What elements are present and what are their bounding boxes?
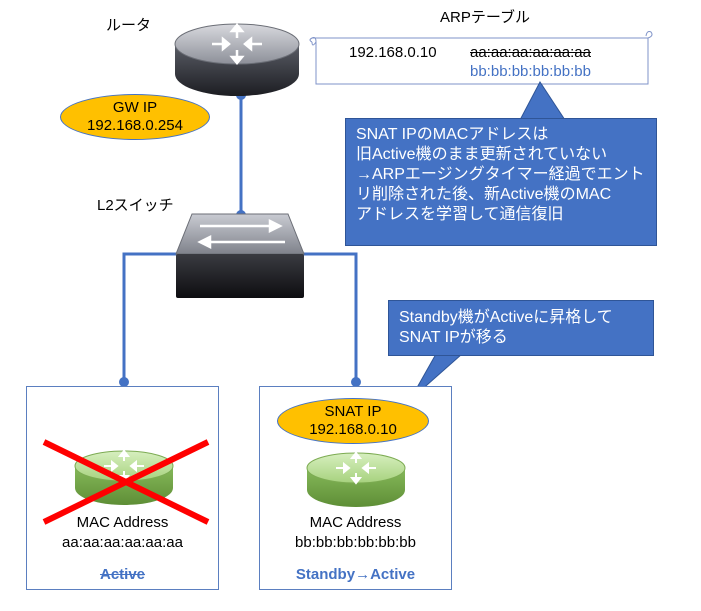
callout-arp-pointer [519, 81, 566, 120]
right-router-icon [306, 451, 406, 507]
left-mac-label: MAC Address [76, 514, 169, 531]
callout-standby: Standby機がActiveに昇格して SNAT IPが移る [388, 300, 654, 356]
arp-table-title: ARPテーブル [440, 9, 530, 26]
link-switch-left [122, 252, 180, 382]
right-mac-value: bb:bb:bb:bb:bb:bb [295, 534, 416, 551]
callout-standby-line: Standby機がActiveに昇格して [399, 309, 613, 326]
link-switch-right [300, 252, 358, 382]
gateway-ip-value: 192.168.0.254 [87, 117, 183, 134]
callout-arp-line: 旧Active機のまま更新されていない [356, 146, 608, 163]
router-label: ルータ [106, 17, 152, 34]
callout-standby-line: SNAT IPが移る [399, 329, 508, 346]
left-status: Active [99, 566, 146, 583]
callout-arp-line: →ARPエージングタイマー経過でエント [356, 166, 645, 183]
arp-entry-new-mac: bb:bb:bb:bb:bb:bb [470, 63, 591, 80]
right-mac-label: MAC Address [309, 514, 402, 531]
failed-cross-icon [42, 439, 210, 525]
switch-label: L2スイッチ [97, 197, 174, 214]
snat-ip-label: SNAT IP [324, 403, 382, 420]
arp-entry-ip: 192.168.0.10 [349, 44, 437, 61]
callout-arp-line: アドレスを学習して通信復旧 [356, 206, 564, 223]
arp-entry-old-mac: aa:aa:aa:aa:aa:aa [470, 44, 591, 61]
link-dot [351, 377, 361, 387]
snat-ip-badge: SNAT IP 192.168.0.10 [277, 398, 429, 444]
arp-table-scroll [309, 31, 653, 85]
right-status: Standby→Active [295, 566, 416, 583]
callout-arp-line: SNAT IPのMACアドレスは [356, 126, 549, 143]
left-mac-value: aa:aa:aa:aa:aa:aa [62, 534, 183, 551]
callout-arp-line: リ削除された後、新Active機のMAC [356, 186, 612, 203]
snat-ip-value: 192.168.0.10 [309, 421, 397, 438]
link-dot [119, 377, 129, 387]
router-icon [174, 23, 300, 96]
gateway-ip-label: GW IP [112, 99, 158, 116]
gateway-ip-badge: GW IP 192.168.0.254 [60, 94, 210, 140]
callout-arp: SNAT IPのMACアドレスは 旧Active機のまま更新されていない →AR… [345, 118, 657, 246]
switch-icon [175, 213, 305, 298]
